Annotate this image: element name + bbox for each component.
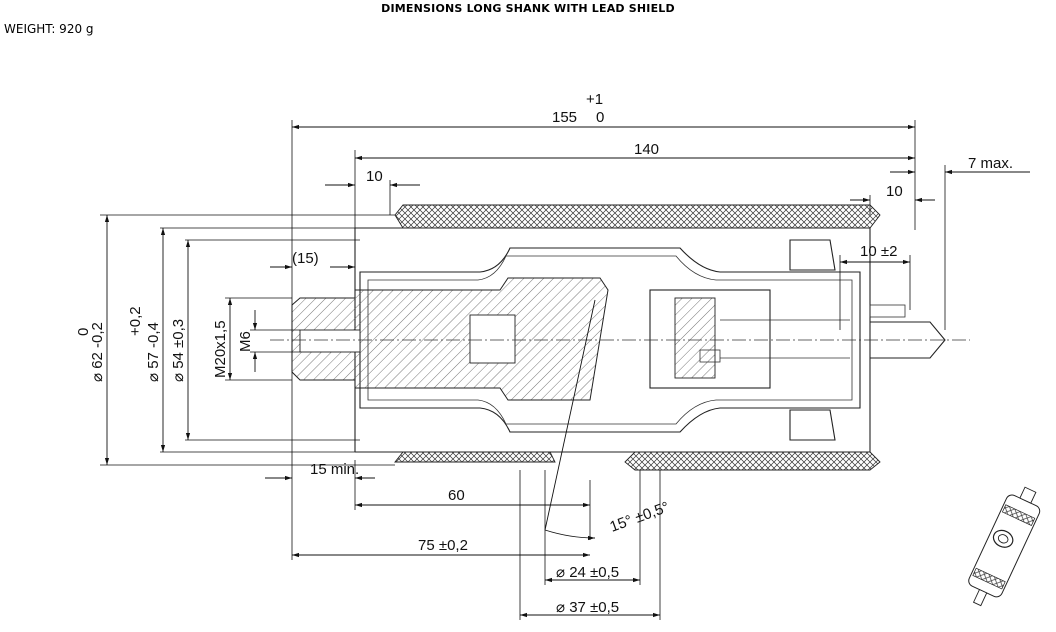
dimension-lines bbox=[104, 124, 1030, 618]
min-15: 15 min. bbox=[310, 461, 359, 478]
max-7: 7 max. bbox=[968, 155, 1013, 172]
lead-shield bbox=[394, 204, 881, 471]
inner-tube bbox=[359, 247, 861, 433]
overall-tolerance-lower: 0 bbox=[596, 109, 604, 126]
tube-3d-sketch bbox=[968, 486, 1041, 607]
paren-15: (15) bbox=[292, 250, 319, 267]
length-10-left: 10 bbox=[366, 168, 383, 185]
length-140: 140 bbox=[634, 141, 659, 158]
dia-57: ⌀ 57 -0,4 bbox=[145, 322, 162, 382]
dia-62: ⌀ 62 -0,2 bbox=[89, 322, 106, 382]
cathode-assembly bbox=[649, 239, 906, 441]
anode bbox=[291, 277, 609, 401]
angle-15: 15° ±0,5° bbox=[608, 499, 672, 536]
thread-m6: M6 bbox=[237, 331, 254, 352]
overall-length: 155 bbox=[552, 109, 577, 126]
length-60: 60 bbox=[448, 487, 465, 504]
tolerance-10-2: 10 ±2 bbox=[860, 243, 897, 260]
dia-24: ⌀ 24 ±0,5 bbox=[556, 564, 619, 581]
weight-label: WEIGHT: 920 g bbox=[4, 22, 94, 36]
dia-62-zero: 0 bbox=[75, 328, 92, 336]
dia-54: ⌀ 54 ±0,3 bbox=[170, 319, 187, 382]
thread-m20: M20x1,5 bbox=[212, 320, 229, 378]
length-10-right: 10 bbox=[886, 183, 903, 200]
dia-57-tolerance: +0,2 bbox=[127, 306, 144, 336]
dia-37: ⌀ 37 ±0,5 bbox=[556, 599, 619, 616]
length-75: 75 ±0,2 bbox=[418, 537, 468, 554]
drawing-title: DIMENSIONS LONG SHANK WITH LEAD SHIELD bbox=[381, 2, 675, 15]
overall-tolerance-upper: +1 bbox=[586, 91, 603, 108]
extension-lines bbox=[100, 120, 946, 620]
